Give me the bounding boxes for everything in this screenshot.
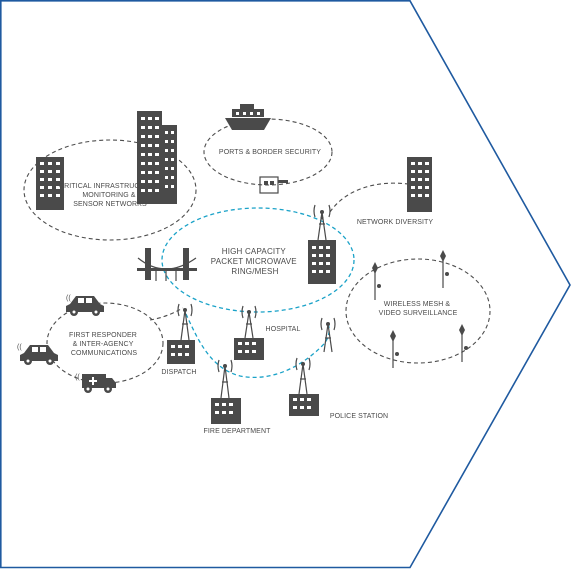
core-building-icon bbox=[308, 240, 336, 284]
network-diversity-link bbox=[329, 182, 409, 213]
critical-infrastructure-cloud bbox=[23, 139, 197, 241]
ship-icon bbox=[225, 104, 271, 130]
wireless-mesh-label: WIRELESS MESH & VIDEO SURVEILLANCE bbox=[379, 301, 458, 317]
ring-link-tower-icon bbox=[320, 216, 324, 220]
police-car-icon: (( bbox=[66, 295, 104, 316]
dispatch-building-icon bbox=[167, 340, 195, 364]
camera-pole-icon bbox=[390, 330, 399, 368]
svg-text:((: (( bbox=[17, 344, 22, 351]
critical-infrastructure-label: CRITICAL INFRASTRUCTURE MONITORING & SEN… bbox=[59, 183, 161, 208]
police-station-label: POLICE STATION bbox=[330, 413, 388, 420]
svg-text:((: (( bbox=[75, 374, 80, 381]
tower-building-icon bbox=[137, 111, 177, 204]
office-building-icon bbox=[36, 157, 64, 210]
checkpoint-icon bbox=[259, 176, 288, 194]
camera-pole-icon bbox=[459, 324, 468, 362]
hospital-tower-icon bbox=[241, 305, 257, 339]
network-diversity-label: NETWORK DIVERSITY bbox=[357, 219, 434, 226]
ambulance-icon: (( bbox=[75, 374, 116, 393]
core-ring bbox=[161, 207, 355, 313]
hospital-building-icon bbox=[234, 338, 264, 360]
bridge-icon bbox=[137, 248, 197, 281]
link-first-responder-core bbox=[149, 307, 184, 321]
camera-pole-icon bbox=[372, 262, 381, 300]
fire-department-building-icon bbox=[211, 398, 241, 424]
svg-text:((: (( bbox=[66, 295, 71, 302]
wireless-mesh-cloud bbox=[345, 258, 491, 364]
fire-tower-icon bbox=[217, 359, 233, 399]
core-tower-icon bbox=[313, 204, 331, 241]
hospital-label: HOSPITAL bbox=[266, 326, 301, 333]
dispatch-tower-icon bbox=[177, 303, 193, 341]
first-responder-label: FIRST RESPONDER & INTER-AGENCY COMMUNICA… bbox=[69, 332, 139, 357]
network-diversity-building-icon bbox=[407, 157, 432, 212]
ring-node-tower-icon bbox=[320, 317, 336, 353]
ports-label: PORTS & BORDER SECURITY bbox=[219, 149, 321, 156]
access-ring bbox=[185, 313, 330, 378]
camera-pole-icon bbox=[440, 250, 449, 288]
core-ring-label: HIGH CAPACITY PACKET MICROWAVE RING/MESH bbox=[211, 247, 299, 276]
police-tower-icon bbox=[295, 357, 311, 395]
police-station-building-icon bbox=[289, 394, 319, 416]
fire-department-label: FIRE DEPARTMENT bbox=[204, 428, 272, 435]
car-icon: (( bbox=[17, 344, 58, 365]
dispatch-label: DISPATCH bbox=[161, 369, 196, 376]
